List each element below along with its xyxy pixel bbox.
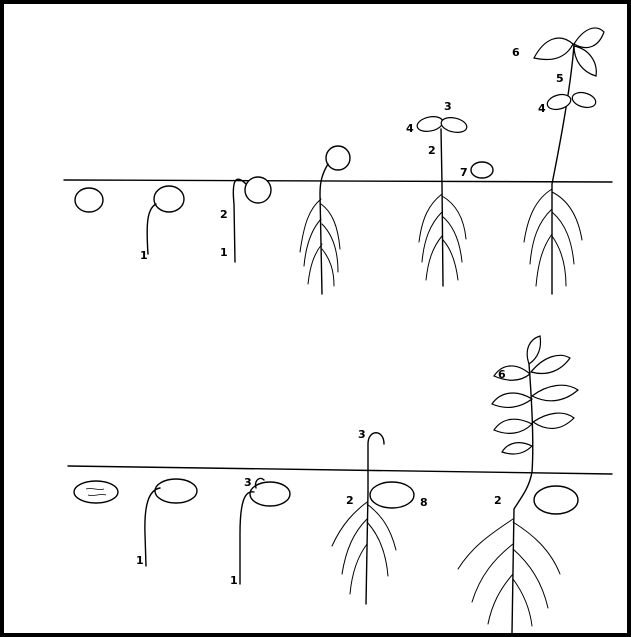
label-stem: 5 [556,72,564,85]
leaf [440,115,468,134]
label-epicotyl: 3 [444,100,452,113]
stem [441,129,443,286]
label-leaf: 4 [538,102,546,115]
label-cotyledon: 8 [420,496,428,509]
stage-4-bottom: 3 2 8 [332,428,428,604]
roots [332,502,396,594]
radicle [240,492,254,584]
seed [326,146,350,170]
seed [534,486,578,514]
soil-line-bottom [68,466,612,474]
germination-diagram: 1 2 1 3 4 [4,4,627,633]
stem [366,492,368,604]
epigeal-germination-row: 1 2 1 3 4 [64,28,612,294]
seed [74,481,118,503]
hypogeal-germination-row: 1 3 1 3 2 8 [68,336,612,633]
leaf [574,46,596,76]
label-hypocotyl: 2 [428,144,436,157]
seed [154,186,184,212]
label-hypocotyl: 2 [494,494,502,507]
radicle [147,204,156,254]
stage-5-top: 3 4 2 7 [406,100,493,286]
stage-5-bottom: 6 2 [458,336,578,633]
label-cotyledon: 7 [460,166,468,179]
label-hypocotyl: 2 [346,494,354,507]
label-radicle: 1 [220,246,228,259]
label-epicotyl: 3 [358,428,366,441]
leaves [492,336,578,454]
seed [155,479,197,503]
leaf [571,90,598,110]
stage-6-top: 6 5 4 [512,28,604,294]
roots [524,189,582,286]
seed [370,482,414,508]
label-radicle: 1 [230,574,238,587]
stage-2-bottom: 1 [136,479,197,567]
label-hypocotyl: 2 [220,208,228,221]
seed [245,177,271,203]
leaf [534,38,573,59]
hook [233,179,246,262]
roots [458,519,560,626]
label-leaf: 4 [406,122,414,135]
label-radicle: 1 [136,554,144,567]
stage-3-top: 2 1 [220,177,271,262]
soil-line-top [64,180,612,182]
leaf [416,114,444,133]
label-top: 6 [512,46,520,59]
label-leaves: 6 [498,368,506,381]
seed [75,188,103,212]
stage-3-bottom: 3 1 [230,476,290,587]
radicle [145,488,160,566]
stage-2-top: 1 [140,186,184,262]
label-epicotyl: 3 [244,476,252,489]
leaf [574,28,604,48]
stage-4-top [300,146,350,294]
cotyledon [471,162,493,178]
label-radicle: 1 [140,249,148,262]
